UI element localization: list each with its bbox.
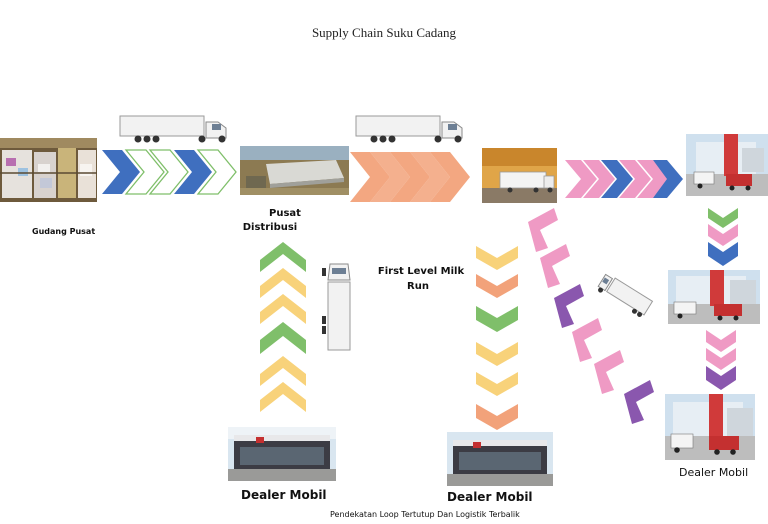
chevron-right-icon: [583, 160, 615, 198]
dealer-image-bottom-right: [665, 394, 755, 460]
flow-arrows-dock-to-dealer: [565, 160, 683, 198]
distribution-center-label-line1: Pusat: [269, 208, 301, 219]
chevron-down-icon: [476, 274, 518, 298]
chevron-right-icon: [174, 150, 212, 194]
flow-arrows-warehouse-to-distribution: [102, 149, 237, 195]
diagram-title: Supply Chain Suku Cadang: [311, 25, 457, 40]
chevron-up-icon: [260, 356, 306, 386]
chevron-down-icon: [476, 306, 518, 332]
chevron-up-left-icon: [594, 350, 624, 394]
dealer-image-middle-right: [668, 270, 760, 324]
chevron-up-left-icon: [624, 380, 654, 424]
chevron-down-icon: [476, 372, 518, 396]
truck-icon: [596, 272, 660, 326]
chevron-down-icon: [476, 246, 518, 270]
chevron-down-icon: [708, 242, 738, 266]
milk-run-label-line1: First Level Milk: [377, 266, 465, 277]
dealer-label-middle: Dealer Mobil: [447, 490, 533, 504]
dealer-label-right: Dealer Mobil: [679, 466, 749, 479]
flow-arrows-up-dealer-to-distribution: [260, 242, 306, 412]
chevron-right-icon: [124, 149, 165, 195]
chevron-right-icon: [148, 149, 189, 195]
loading-dock-image: [482, 148, 557, 203]
chevron-down-icon: [476, 404, 518, 430]
chevron-down-icon: [708, 224, 738, 246]
chevron-right-icon: [619, 160, 651, 198]
chevron-right-icon: [601, 160, 633, 198]
dealer-image-middle: [447, 432, 553, 486]
chevron-down-icon: [706, 330, 736, 352]
chevron-up-icon: [260, 268, 306, 298]
chevron-up-left-icon: [572, 318, 602, 362]
diagram-caption: Pendekatan Loop Tertutup Dan Logistik Te…: [330, 510, 520, 519]
chevron-right-icon: [565, 160, 597, 198]
chevron-up-icon: [260, 322, 306, 354]
chevron-down-icon: [706, 348, 736, 370]
chevron-up-icon: [260, 242, 306, 272]
chevron-right-icon: [430, 152, 470, 202]
chevron-right-icon: [196, 149, 237, 195]
dealer-image-left: [228, 427, 336, 481]
chevron-up-icon: [260, 382, 306, 412]
flow-arrows-down-top-to-middle: [708, 208, 738, 266]
flow-arrows-down-dock-to-dealer: [476, 246, 518, 430]
truck-icon: [354, 114, 466, 144]
chevron-right-icon: [653, 160, 683, 198]
chevron-down-icon: [706, 366, 736, 390]
chevron-down-icon: [708, 208, 738, 228]
flow-arrows-down-middle-to-bottom: [706, 330, 736, 390]
truck-icon: [118, 114, 230, 144]
chevron-up-icon: [260, 294, 306, 324]
flow-arrows-distribution-to-dock: [350, 152, 470, 202]
dealer-label-left: Dealer Mobil: [241, 488, 327, 502]
chevron-right-icon: [102, 150, 140, 194]
milk-run-label-line2: Run: [407, 281, 429, 292]
central-warehouse-image: [0, 138, 97, 202]
dealer-image-top-right: [686, 134, 768, 196]
chevron-up-left-icon: [528, 208, 558, 252]
central-warehouse-label: Gudang Pusat: [32, 227, 96, 236]
chevron-down-icon: [476, 342, 518, 366]
distribution-center-image: [240, 146, 349, 195]
reverse-logistics-arrows: [528, 208, 654, 424]
chevron-up-left-icon: [554, 284, 584, 328]
chevron-up-left-icon: [540, 244, 570, 288]
distribution-center-label-line2: Distribusi: [242, 222, 298, 233]
truck-icon: [320, 262, 354, 352]
